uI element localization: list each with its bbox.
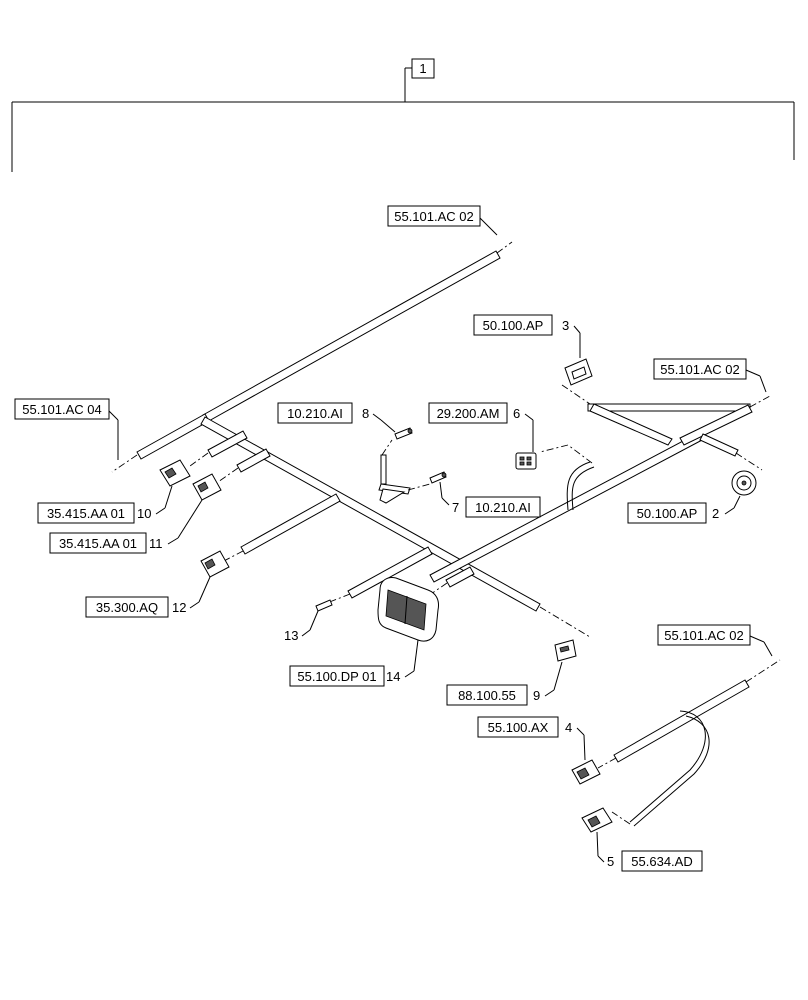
ref-label: 55.100.AX — [488, 720, 549, 735]
connector-3 — [564, 358, 593, 386]
ref-label: 10.210.AI — [475, 500, 531, 515]
item-number: 14 — [386, 669, 400, 684]
ref-label: 55.101.AC 02 — [660, 362, 740, 377]
item-number: 5 — [607, 854, 614, 869]
ref-label: 55.100.DP 01 — [297, 669, 376, 684]
terminal-7 — [429, 471, 447, 484]
assembly-bracket: 1 — [11, 58, 795, 172]
ref-label: 35.415.AA 01 — [59, 536, 137, 551]
ref-label: 55.101.AC 04 — [22, 402, 102, 417]
ref-label: 55.101.AC 02 — [394, 209, 474, 224]
item-number: 4 — [565, 720, 572, 735]
controller-14 — [377, 577, 439, 642]
terminal-13 — [315, 599, 333, 612]
ref-label: 88.100.55 — [458, 688, 516, 703]
ref-label: 29.200.AM — [437, 406, 500, 421]
assembly-number: 1 — [419, 61, 426, 76]
item-number: 13 — [284, 628, 298, 643]
connector-10 — [159, 459, 191, 487]
item-number: 3 — [562, 318, 569, 333]
item-number: 7 — [452, 500, 459, 515]
ref-label: 55.634.AD — [631, 854, 692, 869]
item-number: 6 — [513, 406, 520, 421]
item-number: 12 — [172, 600, 186, 615]
ref-label: 50.100.AP — [637, 506, 698, 521]
ref-label: 10.210.AI — [287, 406, 343, 421]
terminal-8 — [394, 427, 413, 440]
connector-6 — [515, 452, 537, 470]
ref-label: 55.101.AC 02 — [664, 628, 744, 643]
item-number: 2 — [712, 506, 719, 521]
harness-wires — [111, 241, 771, 638]
connector-9 — [554, 639, 577, 662]
ref-label: 35.300.AQ — [96, 600, 158, 615]
connector-11 — [192, 473, 222, 501]
item-number: 10 — [137, 506, 151, 521]
lower-harness — [597, 659, 781, 827]
connector-4 — [571, 759, 601, 785]
connectors — [159, 358, 757, 833]
callouts: 55.101.AC 02 55.101.AC 04 50.100.AP 3 55… — [14, 205, 773, 872]
item-number: 9 — [533, 688, 540, 703]
item-number: 8 — [362, 406, 369, 421]
connector-12 — [200, 550, 230, 578]
connector-5 — [581, 807, 613, 833]
item-number: 11 — [149, 536, 163, 551]
ref-label: 35.415.AA 01 — [47, 506, 125, 521]
ref-label: 50.100.AP — [483, 318, 544, 333]
connector-2 — [731, 470, 757, 496]
